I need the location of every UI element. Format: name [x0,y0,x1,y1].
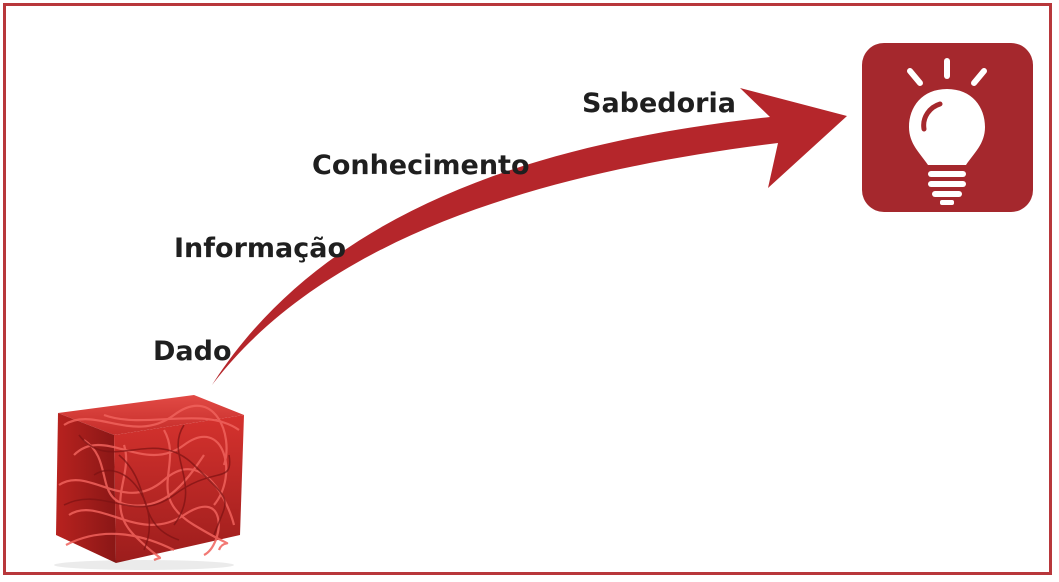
stage-label-dado: Dado [153,336,232,367]
lightbulb-icon [907,58,987,205]
tangled-yarn-cube-image [54,395,244,570]
stage-label-sabedoria: Sabedoria [582,88,736,119]
lightbulb-tile [862,43,1033,212]
stage-label-conhecimento: Conhecimento [312,150,530,181]
stage-label-informacao: Informação [174,233,347,264]
